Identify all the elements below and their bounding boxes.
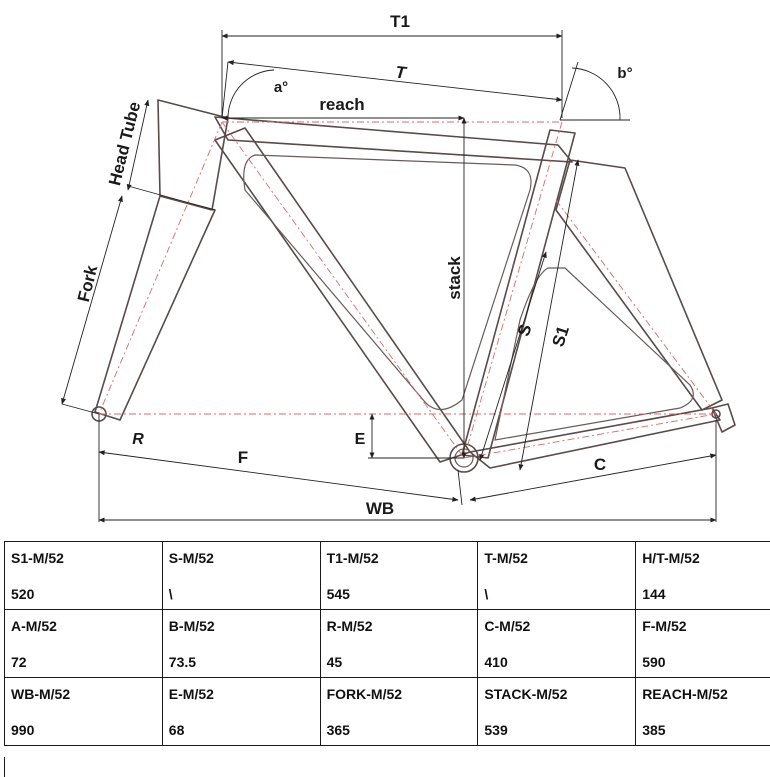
label-stack: stack (445, 256, 464, 300)
label-fork: Fork (74, 263, 101, 304)
cell-key: STACK-M/52 (484, 686, 629, 722)
cell-key: S1-M/52 (11, 550, 156, 586)
frame-geometry-diagram: T1 T a° b° reach Head Tube Fork stack S … (0, 0, 770, 535)
label-e: E (355, 431, 366, 448)
label-a-angle: a° (274, 79, 288, 96)
cell-value: 539 (484, 722, 629, 738)
cell-key: H/T-M/52 (642, 550, 770, 586)
cell-key: FORK-M/52 (327, 686, 472, 722)
cell-value: 990 (11, 722, 156, 738)
cell-key: S-M/52 (169, 550, 314, 586)
label-wb: WB (366, 499, 394, 518)
cell-value: 545 (327, 586, 472, 602)
seat-stay-shape (556, 160, 722, 410)
down-tube-centerline (222, 122, 464, 458)
cell-key: B-M/52 (169, 618, 314, 654)
cell-key: C-M/52 (484, 618, 629, 654)
down-tube-shape (215, 128, 470, 462)
label-r: R (132, 431, 144, 448)
cell-key: T1-M/52 (327, 550, 472, 586)
s-dimension (480, 252, 546, 460)
f-dimension (99, 452, 458, 500)
b-angle-arc (572, 68, 620, 120)
seat-stay-centerline (556, 200, 716, 414)
cell-key: F-M/52 (642, 618, 770, 654)
dimension-labels: T1 T a° b° reach Head Tube Fork stack S … (74, 12, 633, 518)
label-t1: T1 (390, 12, 410, 31)
cell-value: 73.5 (169, 654, 314, 670)
label-c: C (594, 455, 606, 474)
a-angle-arc (228, 70, 274, 118)
label-reach: reach (319, 95, 364, 114)
centerlines (99, 122, 716, 458)
label-b-angle: b° (617, 65, 632, 82)
chain-stay-centerline (464, 414, 716, 458)
cell-value: \ (169, 586, 314, 602)
cell-value: \ (484, 586, 629, 602)
label-f: F (238, 448, 248, 467)
cell-value: 144 (642, 586, 770, 602)
cell-value: 410 (484, 654, 629, 670)
cell-value: 520 (11, 586, 156, 602)
seat-tube-shape (462, 130, 575, 458)
table-cell: S-M/52\ (162, 542, 320, 610)
cell-key: T-M/52 (484, 550, 629, 586)
cell-value: 590 (642, 654, 770, 670)
cell-value: 72 (11, 654, 156, 670)
label-s1: S1 (549, 323, 573, 349)
fork-shape (95, 196, 215, 420)
cell-key: A-M/52 (11, 618, 156, 654)
cell-key: WB-M/52 (11, 686, 156, 722)
main-triangle-window (244, 155, 531, 410)
dimension-lines (62, 30, 716, 522)
cell-key: R-M/52 (327, 618, 472, 654)
frame-outline (92, 100, 735, 472)
cell-value: 68 (169, 722, 314, 738)
cell-key: E-M/52 (169, 686, 314, 722)
cell-value: 365 (327, 722, 472, 738)
seat-tube-centerline (464, 122, 562, 458)
table-cell: T-M/52\ (478, 542, 636, 610)
label-t: T (394, 63, 408, 83)
cell-key: REACH-M/52 (642, 686, 770, 722)
table-footer-row (4, 757, 770, 777)
cell-value: 385 (642, 722, 770, 738)
cell-value: 45 (327, 654, 472, 670)
